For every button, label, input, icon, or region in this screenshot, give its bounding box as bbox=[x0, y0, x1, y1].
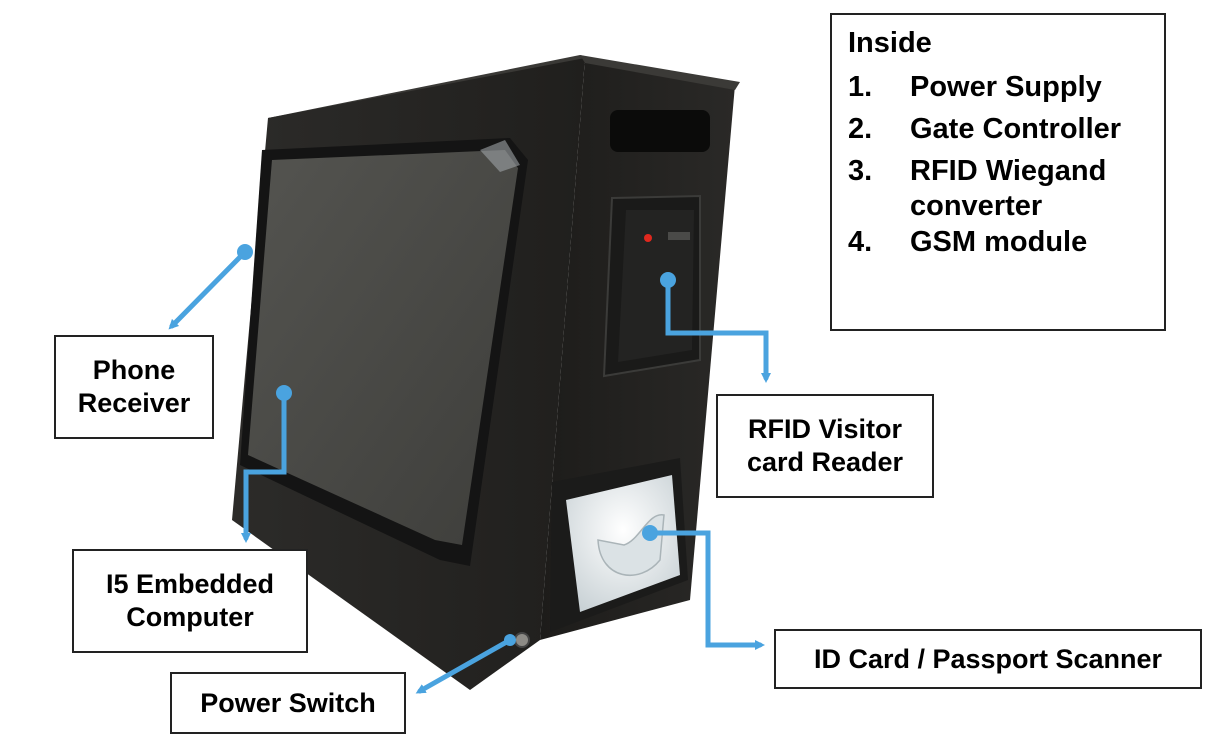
screen-display bbox=[248, 150, 518, 545]
embedded-computer-pointer bbox=[241, 385, 292, 543]
power-switch-knob bbox=[514, 632, 530, 648]
inside-item-text-continued: converter bbox=[910, 190, 1043, 223]
inside-item-text: Power Supply bbox=[910, 71, 1102, 103]
inside-list-item: 4. GSM module bbox=[848, 221, 1150, 263]
inside-list-item: 1. Power Supply bbox=[848, 66, 1150, 108]
label-line: Power Switch bbox=[200, 687, 376, 718]
inside-item-number: 4. bbox=[848, 226, 873, 259]
label-line: Phone bbox=[92, 355, 176, 386]
inside-item-number: 2. bbox=[848, 113, 873, 146]
inside-item-text: GSM module bbox=[910, 226, 1088, 259]
rfid-reader-logo bbox=[668, 232, 690, 240]
inside-components-box: Inside 1. Power Supply 2. Gate Controlle… bbox=[830, 13, 1166, 331]
inside-title: Inside bbox=[848, 27, 932, 59]
label-line: ID Card / Passport Scanner bbox=[813, 643, 1163, 674]
label-line: Receiver bbox=[77, 388, 191, 418]
id-scanner-pointer bbox=[642, 525, 765, 650]
touch-screen bbox=[240, 138, 528, 566]
phone-receiver-label: Phone Receiver bbox=[54, 335, 214, 439]
label-line: Computer bbox=[126, 602, 254, 632]
power-switch-pointer bbox=[415, 634, 516, 694]
inside-list-item: 3. RFID Wiegand converter bbox=[848, 150, 1150, 221]
inside-item-text: RFID Wiegand bbox=[910, 155, 1107, 188]
rfid-reader-label: RFID Visitor card Reader bbox=[716, 394, 934, 498]
rfid-reader-face bbox=[618, 210, 694, 362]
inside-item-number: 3. bbox=[848, 155, 873, 188]
power-switch-label: Power Switch bbox=[170, 672, 406, 734]
screen-film-reflection bbox=[480, 140, 520, 172]
inside-list-item: 2. Gate Controller bbox=[848, 108, 1150, 150]
phone-receiver-pointer bbox=[168, 244, 253, 330]
inside-item-text: Gate Controller bbox=[910, 113, 1122, 146]
label-line: I5 Embedded bbox=[105, 569, 275, 600]
rfid-led bbox=[644, 234, 652, 242]
kiosk-side-top bbox=[580, 55, 740, 90]
label-line: card Reader bbox=[746, 447, 904, 477]
id-scanner-label: ID Card / Passport Scanner bbox=[774, 629, 1202, 689]
rfid-reader-pointer bbox=[660, 272, 771, 383]
label-line: RFID Visitor bbox=[747, 414, 903, 445]
inside-item-number: 1. bbox=[848, 71, 873, 103]
vent-slot bbox=[610, 110, 710, 152]
embedded-computer-label: I5 Embedded Computer bbox=[72, 549, 308, 653]
rfid-reader-device bbox=[602, 194, 701, 378]
pointers bbox=[168, 244, 771, 694]
scanner-glow-window bbox=[566, 475, 680, 612]
